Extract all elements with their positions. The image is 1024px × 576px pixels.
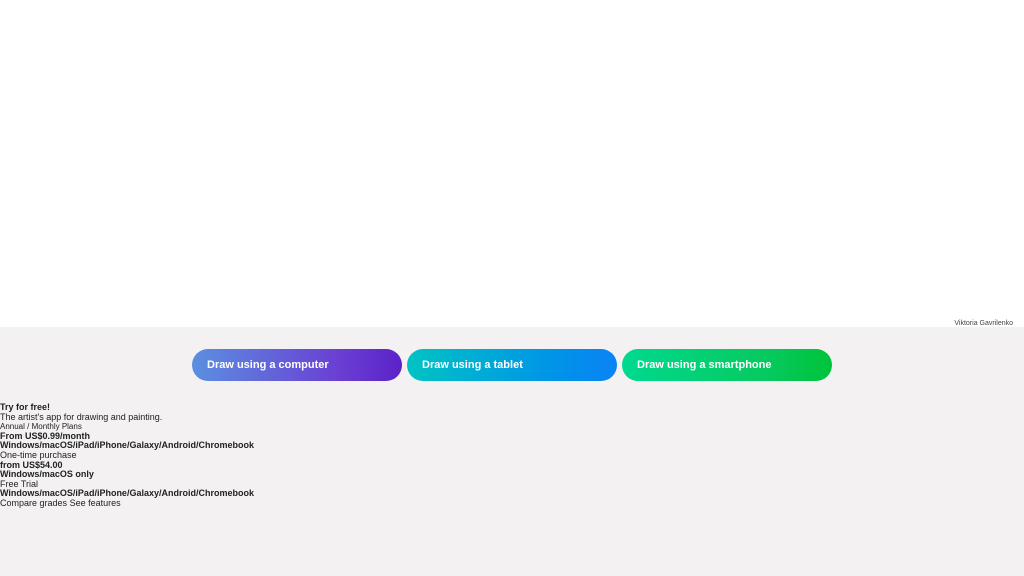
plan-links: Compare grades See features	[0, 497, 254, 509]
draw-smartphone-button[interactable]: Draw using a smartphone	[622, 349, 832, 381]
onetime-plan-platforms: Windows/macOS only	[0, 469, 94, 480]
annual-plan-price: From US$0.99/month	[0, 430, 91, 441]
onetime-plan-title: One-time purchase	[0, 449, 77, 460]
image-credit: Viktoria Gavrilenko	[954, 320, 1013, 327]
annual-plan-title: Annual / Monthly Plans	[0, 422, 82, 432]
annual-plan-platforms: Windows/macOS/iPad/iPhone/Galaxy/Android…	[0, 440, 254, 451]
compare-grades-link[interactable]: Compare grades	[0, 497, 68, 508]
hero-image-area	[0, 0, 1024, 327]
tagline: The artist's app for drawing and paintin…	[0, 411, 163, 422]
onetime-plan-price: from US$54.00	[0, 459, 63, 470]
trial-platforms: Windows/macOS/iPad/iPhone/Galaxy/Android…	[0, 488, 254, 499]
see-features-link[interactable]: See features	[69, 497, 121, 508]
plans-list: Try for free! The artist's app for drawi…	[0, 402, 254, 509]
draw-tablet-button[interactable]: Draw using a tablet	[407, 349, 617, 381]
draw-computer-button[interactable]: Draw using a computer	[192, 349, 402, 381]
try-free-heading: Try for free!	[0, 402, 51, 412]
trial-title: Free Trial	[0, 478, 39, 489]
